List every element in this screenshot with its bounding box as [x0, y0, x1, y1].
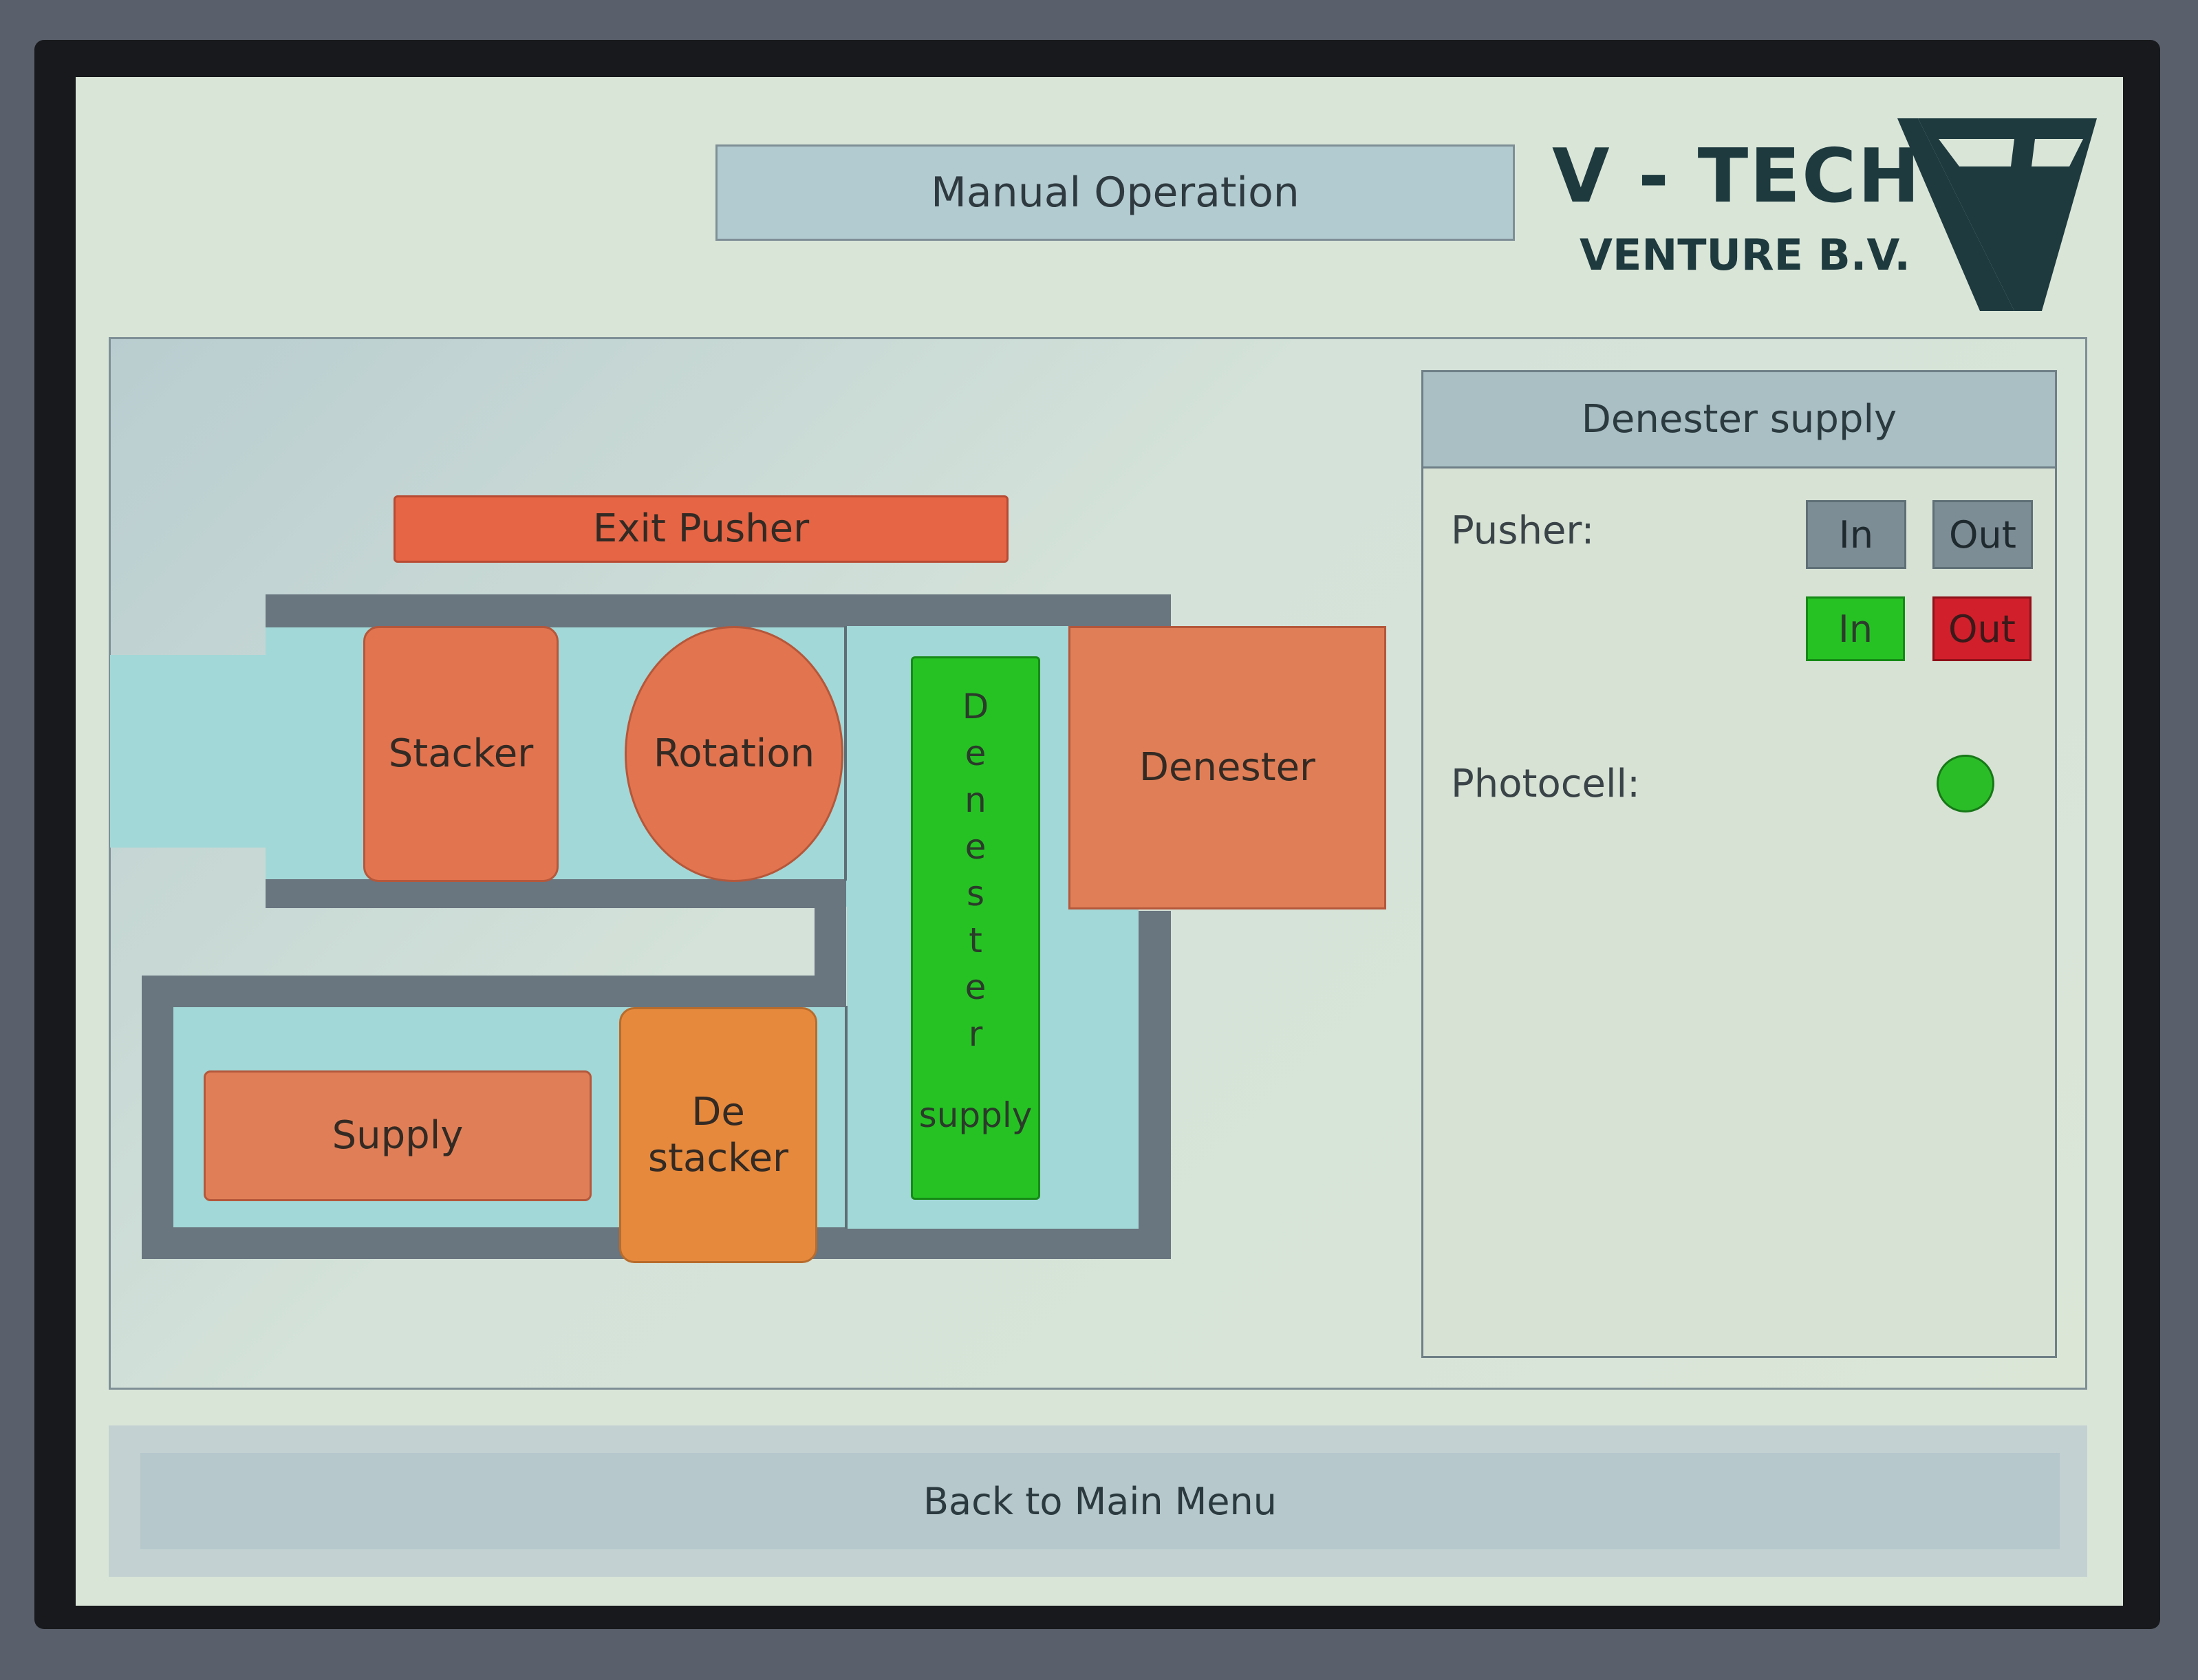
pusher-in-status: In: [1806, 596, 1905, 661]
lower-rail-left: [142, 976, 173, 1258]
destacker-block[interactable]: De stacker: [619, 1007, 817, 1263]
vtech-logo-icon: [1897, 118, 2097, 311]
upper-rail-bottom: [266, 879, 846, 908]
stacker-block[interactable]: Stacker: [363, 626, 559, 882]
back-to-main-menu-button[interactable]: Back to Main Menu: [140, 1453, 2060, 1549]
denester-supply-block[interactable]: D e n e s t e r supply: [911, 656, 1040, 1200]
denester-supply-vertical-label: D e n e s t e r supply: [913, 658, 1038, 1139]
logo-text-venture: VENTURE B.V.: [1580, 230, 1910, 280]
logo-text-vtech: V - TECH: [1552, 133, 1921, 219]
pusher-out-button[interactable]: Out: [1932, 500, 2033, 569]
exit-pusher-block[interactable]: Exit Pusher: [394, 495, 1009, 563]
photocell-indicator: [1937, 755, 1994, 812]
infeed-lane: [110, 655, 275, 848]
pusher-out-status: Out: [1932, 596, 2032, 661]
photocell-label: Photocell:: [1451, 762, 1640, 806]
letter: e: [965, 967, 987, 1007]
panel-title: Denester supply: [1423, 372, 2055, 469]
rotation-block[interactable]: Rotation: [625, 626, 843, 882]
pusher-in-button[interactable]: In: [1806, 500, 1906, 569]
pusher-label: Pusher:: [1451, 508, 1595, 553]
letter: s: [966, 874, 985, 914]
destacker-label-line2: stacker: [647, 1136, 789, 1181]
denester-supply-panel: Denester supply Pusher: In Out In Out Ph…: [1421, 370, 2057, 1358]
denester-supply-rail-right: [1139, 911, 1171, 1229]
denester-block[interactable]: Denester: [1068, 626, 1386, 909]
lower-rail-top: [142, 976, 846, 1007]
letter: e: [965, 827, 987, 867]
lower-lane-divider: [845, 1006, 848, 1229]
supply-block[interactable]: Supply: [204, 1070, 592, 1201]
letter: r: [968, 1014, 983, 1054]
letter: e: [965, 733, 987, 773]
upper-rail-top: [266, 594, 1171, 627]
letter: t: [969, 920, 982, 960]
letter: n: [965, 780, 987, 820]
connector-rail: [815, 908, 846, 977]
hmi-screen: Manual Operation V - TECH VENTURE B.V. E…: [76, 77, 2123, 1606]
lane-divider: [844, 626, 847, 881]
supply-word: supply: [918, 1095, 1033, 1135]
letter: D: [962, 687, 989, 726]
destacker-label-line1: De: [691, 1089, 745, 1134]
page-title: Manual Operation: [715, 144, 1515, 241]
